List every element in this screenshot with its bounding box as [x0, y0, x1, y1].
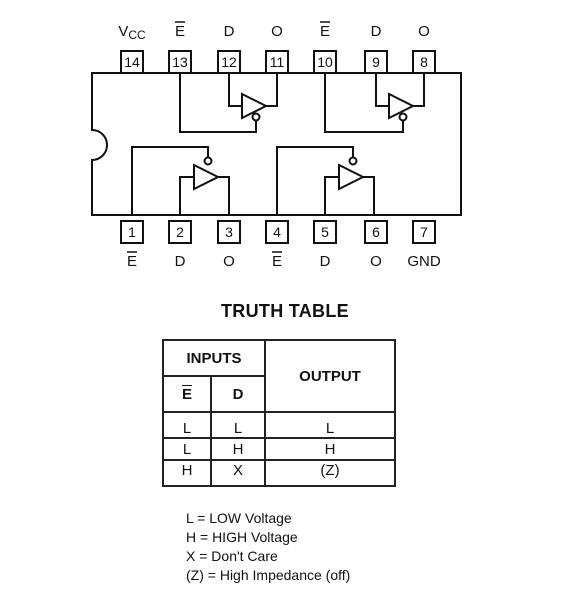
pin-label: E: [272, 253, 282, 270]
table-row: L H H: [162, 437, 396, 461]
truth-table: INPUTS OUTPUT E D L L L L H H H X (Z): [162, 339, 396, 487]
truth-table-header: INPUTS OUTPUT: [162, 339, 396, 413]
pin-number: 10: [317, 54, 333, 70]
pin-label: D: [320, 253, 331, 270]
pin-label: D: [175, 253, 186, 270]
pin-number: 9: [372, 54, 380, 70]
e-header: E: [162, 375, 212, 413]
pin-box: [265, 220, 289, 244]
top-pins: 14 VCC 13 E 12 D 11 O 10 E 9 D 8 O: [118, 21, 436, 74]
pin-box: [168, 220, 192, 244]
ic-body: [91, 72, 462, 216]
pin-number: 1: [128, 224, 136, 240]
buffer-gate-4: [338, 156, 366, 191]
output-header: OUTPUT: [264, 339, 396, 413]
pin-label: VCC: [118, 23, 146, 42]
cell-e: L: [162, 437, 212, 461]
pin-label: E: [320, 23, 330, 40]
cell-output: L: [264, 411, 396, 439]
cell-output: H: [264, 437, 396, 461]
pin-number: 13: [172, 54, 188, 70]
pin-label: E: [175, 23, 185, 40]
pin-box: [120, 50, 144, 74]
table-row: L L L: [162, 411, 396, 439]
legend-item-low: L = LOW Voltage: [186, 510, 292, 526]
pin-number: 3: [225, 224, 233, 240]
legend-item-high-text: H = HIGH Voltage: [186, 529, 298, 545]
pin-label: O: [418, 23, 430, 40]
cell-output: (Z): [264, 459, 396, 487]
internal-wiring: [131, 73, 425, 215]
pin-number: 6: [372, 224, 380, 240]
pin-label: O: [223, 253, 235, 270]
pin-label: D: [224, 23, 235, 40]
table-row: H X (Z): [162, 459, 396, 487]
pin-number: 5: [321, 224, 329, 240]
pin-number: 4: [273, 224, 281, 240]
pin-number: 8: [420, 54, 428, 70]
pin-box: [120, 220, 144, 244]
cell-d: H: [210, 437, 266, 461]
d-header: D: [210, 375, 266, 413]
pin-box: [217, 220, 241, 244]
cell-e: H: [162, 459, 212, 487]
pin-number: 11: [270, 54, 285, 70]
legend-item-dont-care: X = Don't Care: [186, 548, 278, 564]
legend: L = LOW Voltage H = HIGH Voltage X = Don…: [186, 509, 350, 585]
legend-item-high: H = HIGH Voltage: [186, 528, 350, 547]
legend-item-high-z: (Z) = High Impedance (off): [186, 567, 351, 583]
buffer-gate-3: [193, 156, 221, 191]
buffer-gate-2: [388, 92, 416, 122]
buffer-gate-1: [241, 92, 269, 122]
pin-box: [313, 220, 337, 244]
pin-number: 12: [221, 54, 237, 70]
pin-label: D: [371, 23, 382, 40]
pin-label: GND: [407, 253, 441, 270]
pin-number: 7: [420, 224, 428, 240]
cell-e: L: [162, 411, 212, 439]
truth-table-title: TRUTH TABLE: [221, 301, 349, 321]
pin-number: 2: [176, 224, 184, 240]
pin-label: O: [370, 253, 382, 270]
truth-table-subheader: E D: [162, 375, 395, 413]
inputs-header: INPUTS: [162, 339, 266, 377]
pin-box: [412, 220, 436, 244]
cell-d: L: [210, 411, 266, 439]
pin-number: 14: [124, 54, 140, 70]
pin-label: O: [271, 23, 283, 40]
pin-label: E: [127, 253, 137, 270]
cell-d: X: [210, 459, 266, 487]
pin-box: [364, 220, 388, 244]
